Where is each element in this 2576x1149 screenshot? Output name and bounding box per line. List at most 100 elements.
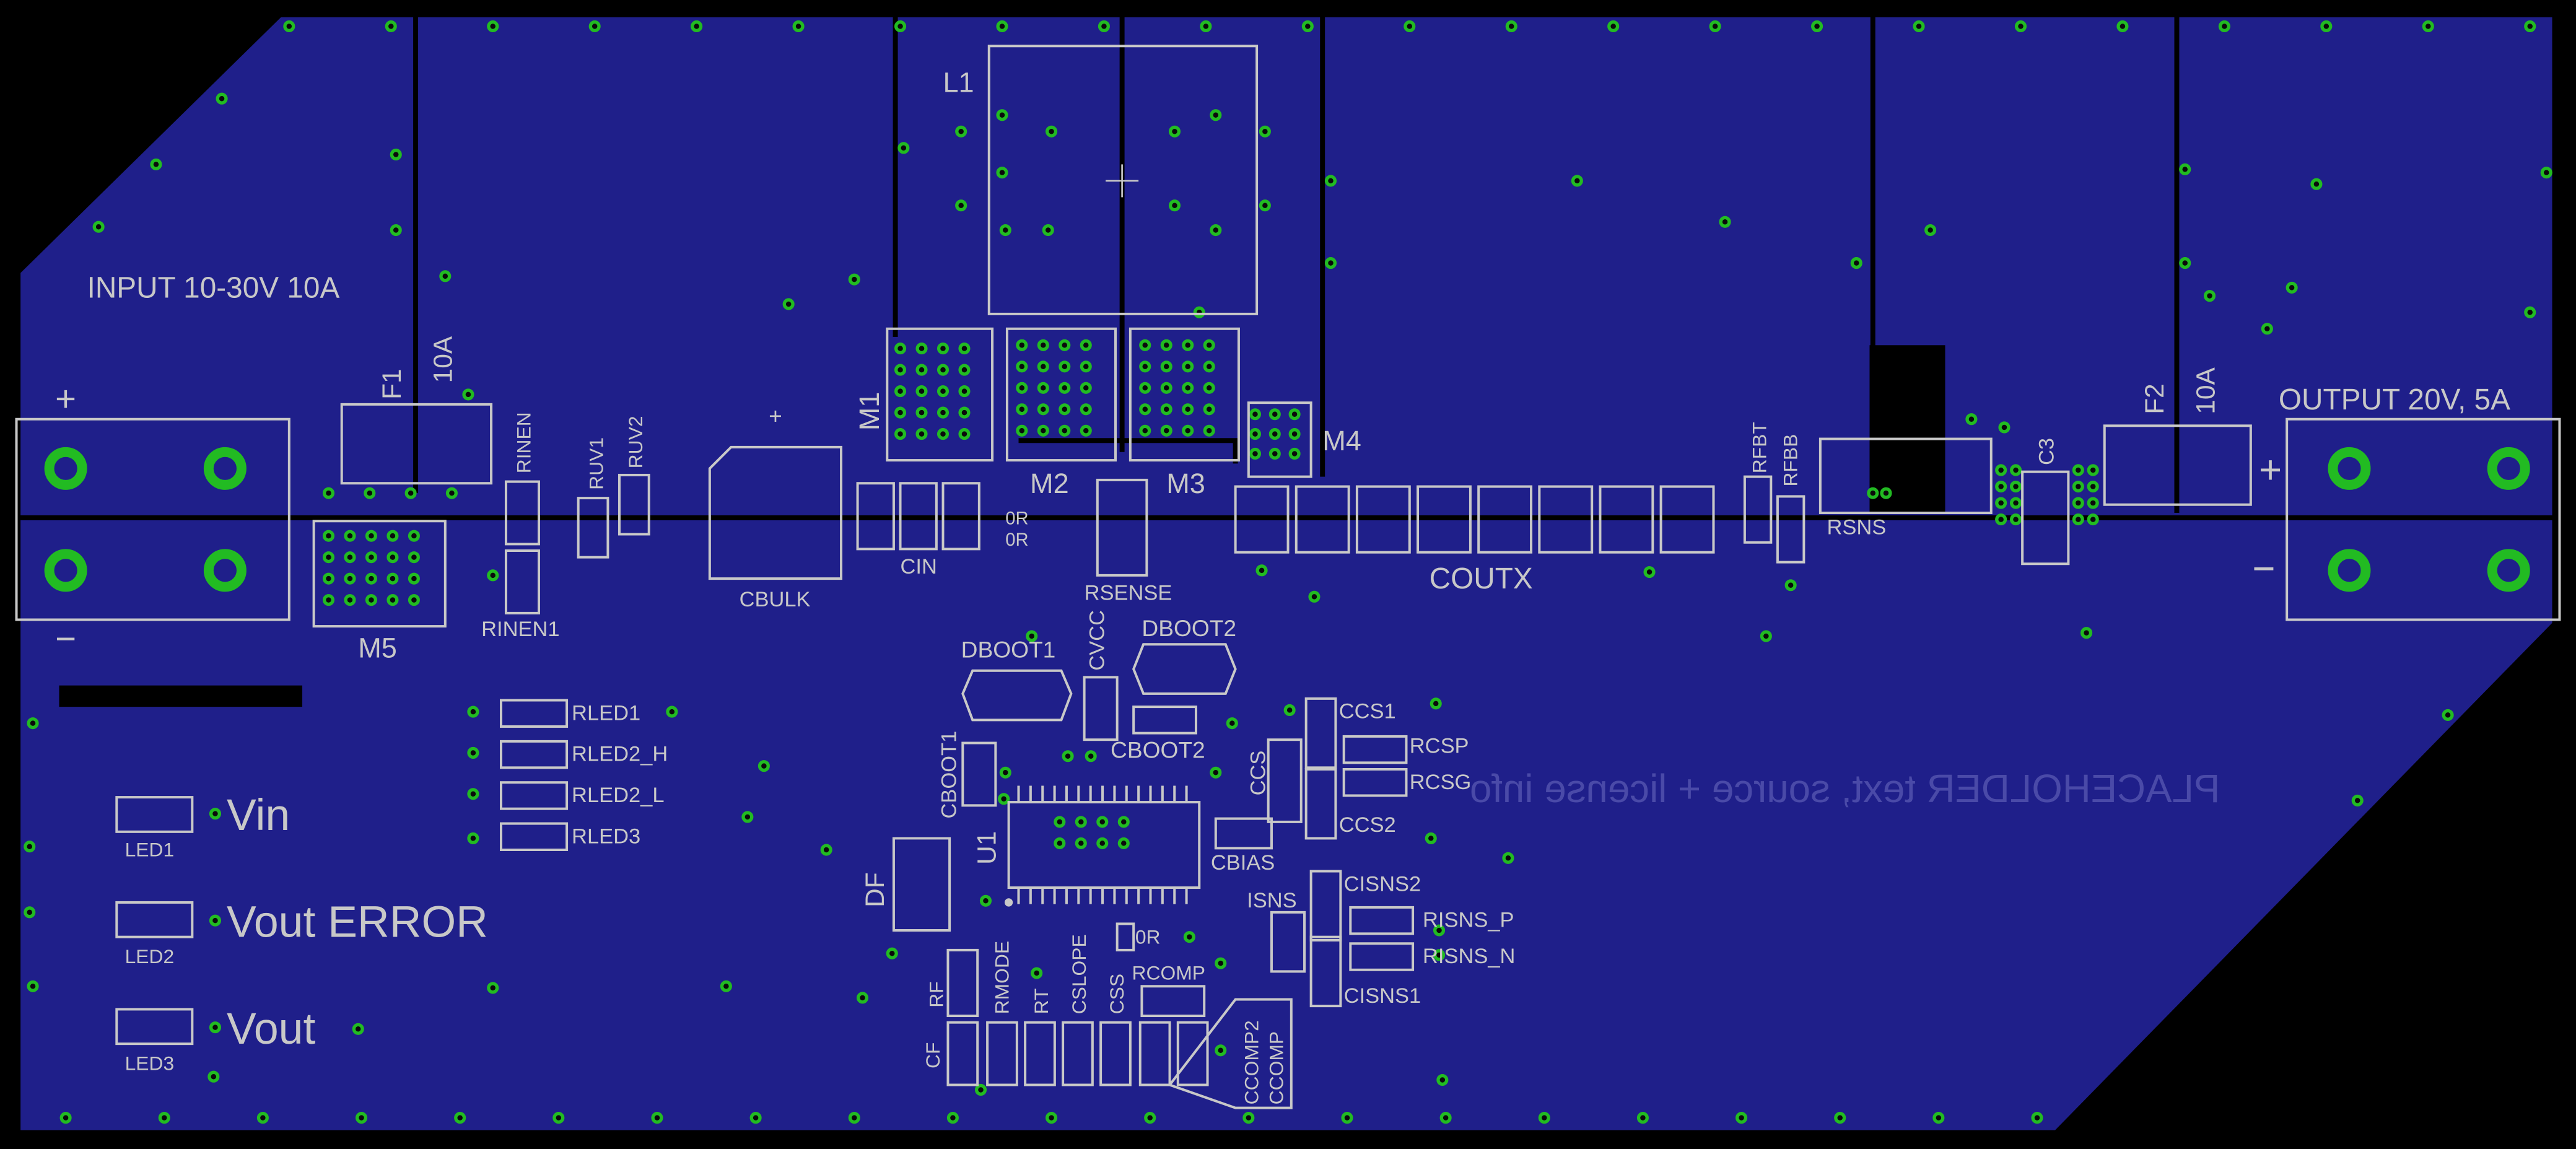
label-rsns: RSNS: [1827, 515, 1886, 539]
via: [408, 594, 420, 606]
label-cvcc: CVCC: [1085, 610, 1109, 671]
via: [1075, 837, 1087, 849]
capacitor-c3: [2021, 470, 2070, 566]
via: [487, 569, 499, 582]
via: [1203, 360, 1215, 373]
via: [1059, 382, 1071, 394]
label-rled2-l: RLED2_L: [572, 784, 664, 807]
label-rt: RT: [1030, 989, 1052, 1015]
via: [1054, 816, 1066, 828]
label-rmode: RMODE: [991, 941, 1013, 1015]
via: [792, 20, 805, 33]
via: [322, 551, 335, 564]
via: [1203, 403, 1215, 416]
via: [1324, 175, 1337, 187]
label-rcsp: RCSP: [1410, 734, 1469, 758]
cbulk-polarity: +: [769, 403, 782, 429]
via: [2286, 281, 2298, 294]
via: [958, 385, 971, 398]
via: [1098, 20, 1110, 33]
led-2: [115, 901, 194, 938]
via: [1433, 924, 1446, 937]
via: [1215, 957, 1227, 969]
via: [1182, 360, 1194, 373]
label-risns-n: RISNS_N: [1423, 945, 1515, 968]
via: [462, 388, 474, 401]
via: [1059, 360, 1071, 373]
via: [386, 530, 399, 542]
via: [408, 572, 420, 585]
output-terminal: + −: [2252, 417, 2561, 621]
resistor-rinen: [504, 480, 540, 546]
via: [1268, 408, 1281, 421]
capacitor-ccs1: [1304, 697, 1337, 769]
label-rsense: RSENSE: [1085, 582, 1172, 605]
via: [1168, 125, 1181, 138]
capacitor-cisns2: [1309, 870, 1342, 941]
via: [848, 1112, 860, 1124]
via: [2087, 497, 2099, 509]
via: [1226, 717, 1238, 730]
via: [1719, 216, 1731, 228]
via: [1062, 750, 1074, 762]
label-rled1: RLED1: [572, 701, 640, 725]
indicator-vin-label: Vin: [227, 790, 290, 840]
via: [1085, 750, 1097, 762]
mosfet-m1: [886, 327, 994, 462]
via: [588, 20, 601, 33]
via: [2540, 167, 2552, 179]
label-cisns2: CISNS2: [1344, 872, 1421, 896]
via: [1160, 339, 1172, 351]
diode-df: [892, 837, 951, 932]
via: [1183, 931, 1195, 943]
via: [1144, 1112, 1156, 1124]
via: [1075, 816, 1087, 828]
capacitor-ccs2: [1304, 767, 1337, 840]
barcode-strip: [59, 685, 303, 707]
label-f1: F1: [377, 369, 406, 400]
label-led3: LED3: [125, 1052, 175, 1075]
via: [386, 572, 399, 585]
via: [894, 385, 907, 398]
resistor-rcsg: [1342, 767, 1408, 797]
resistor-risns-p: [1349, 906, 1415, 935]
label-ruv2: RUV2: [624, 416, 647, 468]
via: [749, 1112, 762, 1124]
via: [2218, 20, 2230, 33]
via: [1037, 382, 1049, 394]
via: [2179, 163, 2191, 175]
input-plus-sign: +: [55, 378, 76, 419]
fuse-f2: [2103, 424, 2252, 506]
label-m2: M2: [1030, 468, 1069, 499]
via: [894, 364, 907, 376]
via: [1709, 20, 1721, 33]
via: [408, 530, 420, 542]
via: [915, 406, 928, 419]
via: [1249, 428, 1262, 440]
via: [979, 894, 992, 907]
via: [1139, 360, 1151, 373]
via: [1046, 125, 1058, 138]
via: [344, 594, 356, 606]
via: [209, 808, 222, 820]
via: [2524, 20, 2536, 33]
label-cin: CIN: [901, 555, 937, 579]
led-3: [115, 1008, 194, 1046]
via: [2203, 290, 2216, 302]
via: [467, 706, 479, 718]
via: [1439, 1112, 1452, 1124]
output-rating-label: OUTPUT 20V, 5A: [2279, 383, 2510, 416]
capacitor-coutx-4: [1417, 485, 1472, 554]
capacitor-coutx-6: [1538, 485, 1594, 554]
via: [1037, 424, 1049, 437]
via: [1037, 360, 1049, 373]
resistor-rled2-l: [499, 781, 569, 810]
capacitor-cisns1: [1309, 935, 1342, 1008]
via: [467, 832, 479, 844]
indicator-vout-error-label: Vout ERROR: [227, 898, 488, 947]
via: [937, 364, 950, 376]
via: [2009, 497, 2022, 509]
resistor-rsense: [1096, 478, 1148, 577]
via: [1301, 20, 1314, 33]
via: [552, 1112, 565, 1124]
